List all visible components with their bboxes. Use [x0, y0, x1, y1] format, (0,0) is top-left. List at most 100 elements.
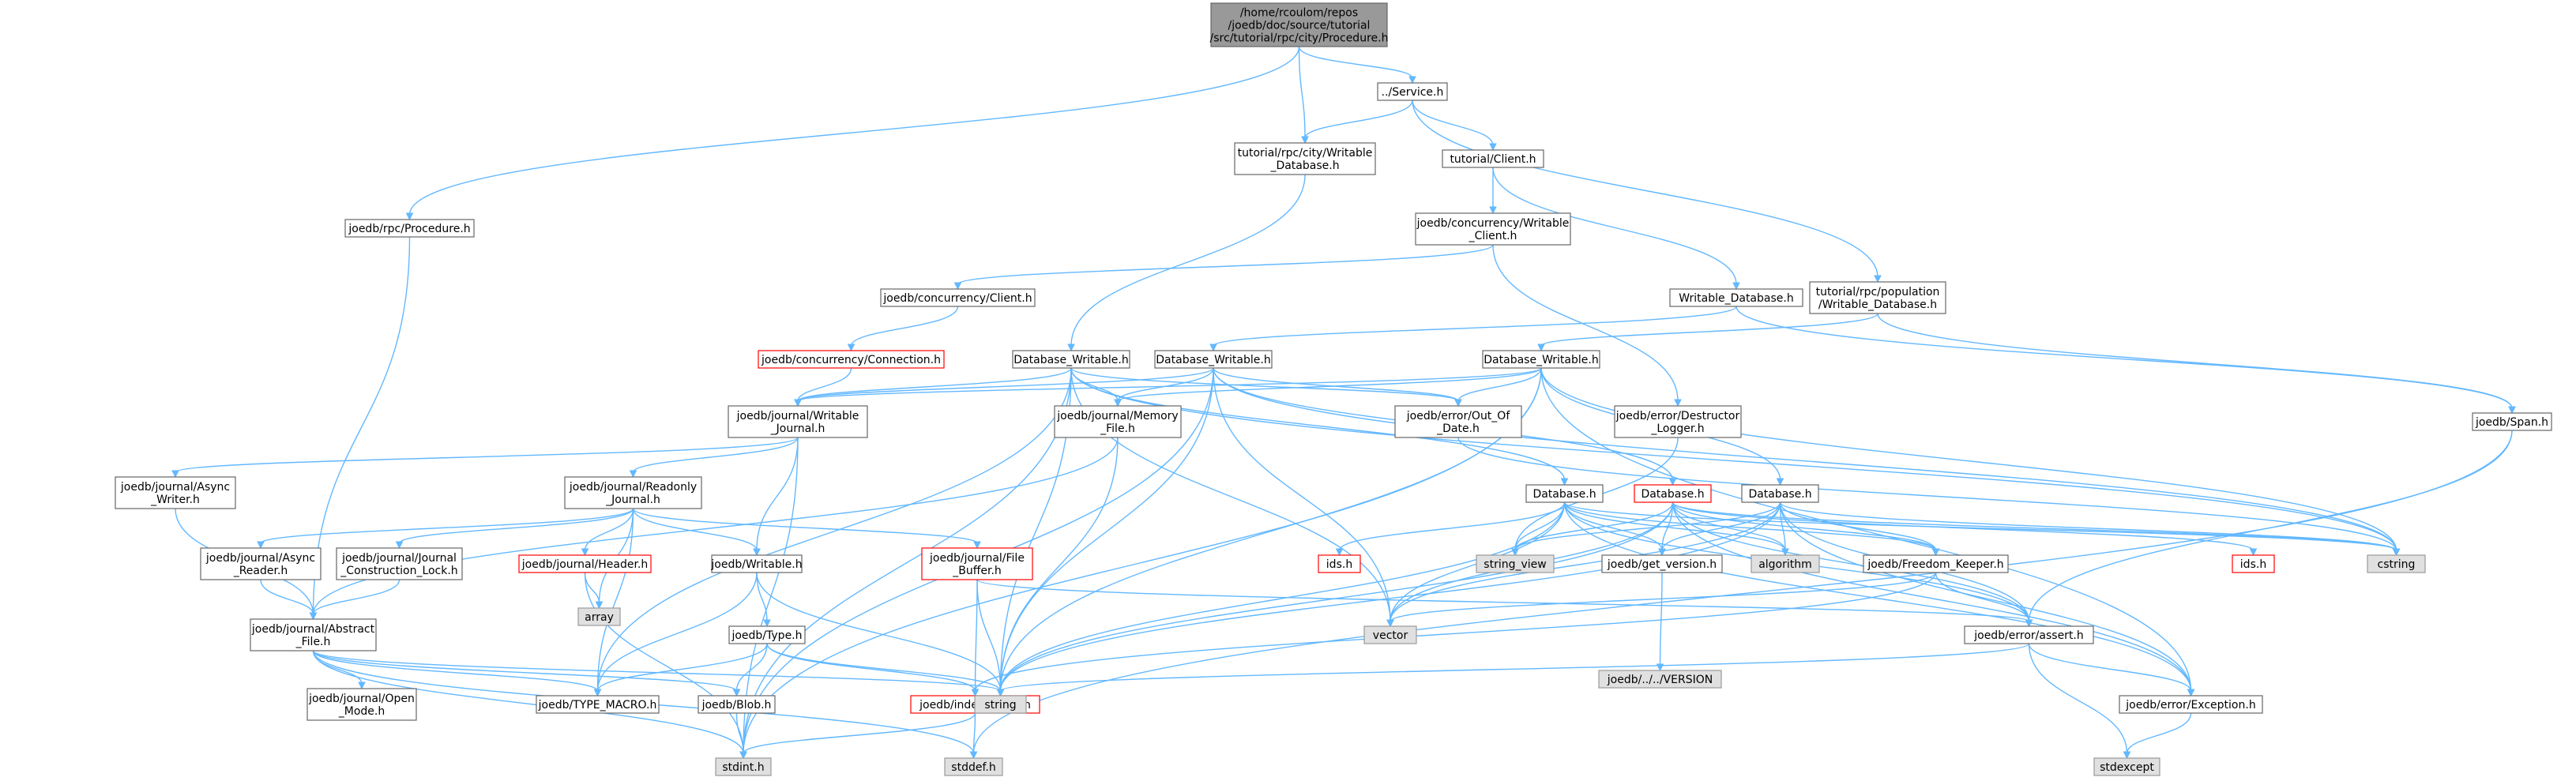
node-db1[interactable]: Database.h — [1525, 484, 1604, 503]
node-label-jw_journal-0: joedb/journal/Writable — [736, 410, 859, 422]
node-pop_wdb[interactable]: tutorial/rpc/population/Writable_Databas… — [1809, 281, 1946, 314]
edge-service-to-pop_wdb — [1412, 100, 1878, 278]
edge-arrowhead-dbw1-to-db1 — [1560, 478, 1569, 486]
node-box-db_red — [1634, 484, 1712, 503]
node-box-city_wdb — [1234, 142, 1376, 175]
node-dbw2[interactable]: Database_Writable.h — [1154, 350, 1273, 369]
node-header[interactable]: joedb/journal/Header.h — [518, 554, 652, 573]
node-box-client — [1442, 149, 1544, 168]
node-assert[interactable]: joedb/error/assert.h — [1964, 625, 2094, 644]
node-open_mode[interactable]: joedb/journal/Open_Mode.h — [306, 688, 417, 721]
node-label-readonly-0: joedb/journal/Readonly — [569, 481, 697, 494]
node-root: /home/rcoulom/repos/joedb/doc/source/tut… — [1210, 2, 1388, 47]
graph-edges — [171, 46, 2516, 760]
edge-db_red-to-exception — [1672, 501, 2192, 692]
edge-db1-to-ids1 — [1338, 501, 1566, 551]
edge-readonly-to-writable — [632, 508, 758, 551]
node-ids2[interactable]: ids.h — [2232, 554, 2275, 573]
node-label-header-0: joedb/journal/Header.h — [521, 558, 648, 571]
edge-arrowhead-service-to-pop_wdb — [1874, 275, 1882, 283]
edge-mem_file-to-string — [999, 437, 1119, 692]
edge-db_red-to-string_view — [1514, 501, 1674, 551]
node-label-stddef-0: stddef.h — [951, 761, 995, 774]
edge-db1-to-algorithm — [1563, 501, 1786, 551]
node-mem_file[interactable]: joedb/journal/Memory_File.h — [1054, 405, 1182, 438]
node-box-file_buffer — [921, 547, 1033, 580]
node-blob[interactable]: joedb/Blob.h — [698, 695, 776, 714]
node-construction[interactable]: joedb/journal/Journal_Construction_Lock.… — [336, 547, 463, 580]
node-dbw1[interactable]: Database_Writable.h — [1012, 350, 1130, 369]
edge-db_red-to-cstring — [1672, 501, 2397, 551]
edge-arrowhead-jw_journal-to-async_writer — [171, 470, 179, 479]
node-box-jw_journal — [728, 405, 868, 438]
edge-dbw2-to-mem_file — [1117, 367, 1214, 402]
node-async_reader[interactable]: joedb/journal/Async_Reader.h — [200, 547, 322, 580]
node-box-wdb — [1669, 288, 1803, 307]
node-type[interactable]: joedb/Type.h — [728, 625, 806, 644]
edge-db3-to-string — [999, 501, 1781, 692]
edge-arrowhead-conc_wclient-to-conc_client — [953, 282, 962, 291]
edge-type-to-type_macro — [596, 643, 768, 692]
node-client[interactable]: tutorial/Client.h — [1442, 149, 1544, 168]
edge-arrowhead-pop_wdb-to-span — [2508, 406, 2516, 415]
node-label-type_macro-0: joedb/TYPE_MACRO.h — [538, 699, 657, 712]
node-span[interactable]: joedb/Span.h — [2472, 412, 2552, 431]
edge-root-to-city_wdb — [1298, 46, 1306, 139]
node-box-assert — [1964, 625, 2094, 644]
edge-dbw3-to-stdint — [743, 367, 1542, 754]
node-label-root-0: /home/rcoulom/repos — [1240, 7, 1358, 20]
node-jw_journal[interactable]: joedb/journal/Writable_Journal.h — [728, 405, 868, 438]
node-dlogger[interactable]: joedb/error/Destructor_Logger.h — [1614, 405, 1742, 438]
node-label-mem_file-0: joedb/journal/Memory — [1056, 410, 1178, 422]
edge-db1-to-cstring — [1563, 501, 2397, 551]
edge-readonly-to-header — [584, 508, 634, 551]
node-box-async_reader — [200, 547, 322, 580]
node-async_writer[interactable]: joedb/journal/Async_Writer.h — [115, 476, 236, 509]
node-ids1[interactable]: ids.h — [1318, 554, 1361, 573]
node-label-blob-0: joedb/Blob.h — [701, 699, 772, 712]
node-dbw3[interactable]: Database_Writable.h — [1482, 350, 1600, 369]
node-freedom[interactable]: joedb/Freedom_Keeper.h — [1863, 554, 2009, 573]
edge-dbw3-to-mem_file — [1117, 367, 1542, 402]
node-label-db1-0: Database.h — [1532, 488, 1596, 501]
edge-construction-to-abstract — [312, 579, 401, 615]
edge-abstract-to-blob — [312, 650, 738, 692]
edge-dbw2-to-string — [999, 367, 1214, 692]
node-label-db_red-0: Database.h — [1641, 488, 1704, 501]
edge-db3-to-cstring — [1779, 501, 2397, 551]
node-db_red[interactable]: Database.h — [1634, 484, 1712, 503]
node-service[interactable]: ../Service.h — [1377, 82, 1448, 101]
node-writable[interactable]: joedb/Writable.h — [710, 554, 803, 573]
node-label-open_mode-0: joedb/journal/Open — [308, 693, 415, 705]
node-conc_conn[interactable]: joedb/concurrency/Connection.h — [758, 350, 945, 369]
node-rpc_proc[interactable]: joedb/rpc/Procedure.h — [344, 219, 475, 238]
node-label-city_wdb-1: _Database.h — [1269, 160, 1339, 172]
node-stdexcept: stdexcept — [2093, 757, 2160, 776]
node-box-algorithm — [1751, 554, 1820, 573]
node-conc_wclient[interactable]: joedb/concurrency/Writable_Client.h — [1415, 212, 1571, 246]
node-get_version[interactable]: joedb/get_version.h — [1601, 554, 1723, 573]
node-label-conc_client-0: joedb/concurrency/Client.h — [882, 292, 1032, 305]
edge-freedom-to-assert — [1935, 572, 2030, 622]
node-exception[interactable]: joedb/error/Exception.h — [2119, 695, 2263, 714]
node-file_buffer[interactable]: joedb/journal/File_Buffer.h — [921, 547, 1033, 580]
edge-arrowhead-freedom-to-vector — [1386, 619, 1394, 628]
node-stdint: stdint.h — [715, 757, 772, 776]
edge-out_of_date-to-cstring — [1457, 437, 2397, 551]
node-type_macro[interactable]: joedb/TYPE_MACRO.h — [536, 695, 660, 714]
node-city_wdb[interactable]: tutorial/rpc/city/Writable_Database.h — [1234, 142, 1376, 175]
edge-arrowhead-root-to-service — [1408, 76, 1416, 84]
node-readonly[interactable]: joedb/journal/Readonly_Journal.h — [564, 476, 702, 509]
edge-arrowhead-dbw3-to-mem_file — [1114, 399, 1122, 407]
edge-freedom-to-index_types — [974, 572, 1937, 692]
node-conc_client[interactable]: joedb/concurrency/Client.h — [880, 288, 1036, 307]
node-box-writable — [711, 554, 803, 573]
edge-arrowhead-wdb-to-dbw2 — [1209, 344, 1217, 352]
node-wdb[interactable]: Writable_Database.h — [1669, 288, 1803, 307]
node-array: array — [577, 607, 621, 626]
node-out_of_date[interactable]: joedb/error/Out_Of_Date.h — [1394, 405, 1522, 438]
edge-arrowhead-readonly-to-construction — [395, 541, 404, 550]
node-abstract[interactable]: joedb/journal/Abstract_File.h — [250, 618, 377, 651]
node-db3[interactable]: Database.h — [1741, 484, 1819, 503]
